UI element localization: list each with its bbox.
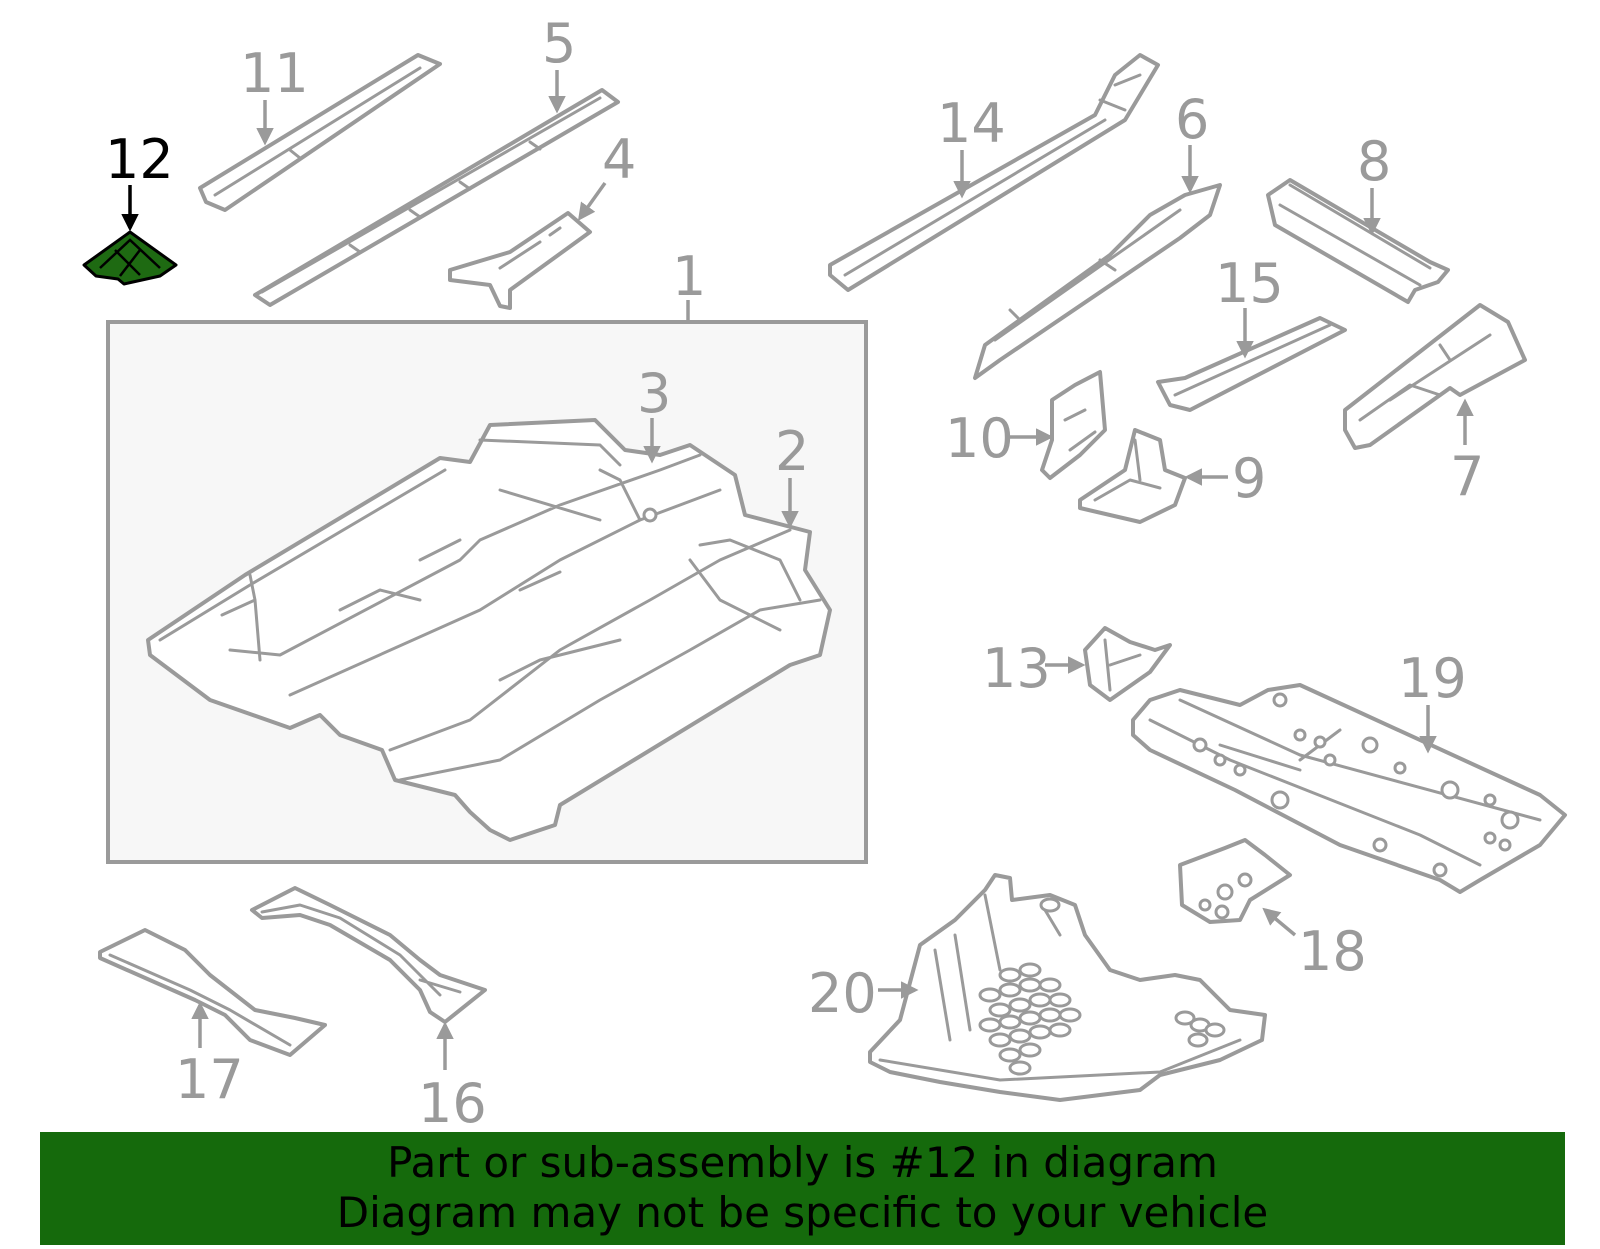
callout-8[interactable]: 8: [1357, 130, 1391, 193]
part-10[interactable]: [1040, 370, 1107, 480]
callout-5[interactable]: 5: [542, 12, 576, 75]
callout-12[interactable]: 12: [105, 128, 174, 191]
callout-16[interactable]: 16: [418, 1072, 487, 1135]
part-1-floor-pan[interactable]: [146, 418, 832, 842]
part-8[interactable]: [1266, 178, 1450, 304]
part-18[interactable]: [1178, 838, 1292, 924]
part-13[interactable]: [1083, 626, 1172, 702]
part-11[interactable]: [198, 53, 442, 212]
part-20[interactable]: [868, 873, 1267, 1102]
callout-17[interactable]: 17: [175, 1048, 244, 1111]
callout-18[interactable]: 18: [1298, 920, 1367, 983]
callout-14[interactable]: 14: [937, 92, 1006, 155]
callout-6[interactable]: 6: [1175, 88, 1209, 151]
part-7[interactable]: [1343, 303, 1527, 450]
callout-4[interactable]: 4: [602, 128, 636, 191]
part-12-highlighted[interactable]: [82, 230, 178, 286]
callout-10[interactable]: 10: [945, 407, 1014, 470]
part-9[interactable]: [1078, 428, 1187, 524]
callout-9[interactable]: 9: [1232, 447, 1266, 510]
callout-13[interactable]: 13: [982, 637, 1051, 700]
part-19[interactable]: [1131, 683, 1567, 894]
part-14[interactable]: [828, 53, 1160, 292]
callout-7[interactable]: 7: [1450, 445, 1484, 508]
info-banner: Part or sub-assembly is #12 in diagram D…: [40, 1132, 1565, 1245]
callout-2[interactable]: 2: [775, 420, 809, 483]
banner-line-2: Diagram may not be specific to your vehi…: [336, 1188, 1269, 1237]
leader-18: [1262, 907, 1297, 937]
part-6[interactable]: [973, 183, 1222, 380]
callout-20[interactable]: 20: [808, 962, 877, 1025]
callout-11[interactable]: 11: [240, 42, 309, 105]
callout-1[interactable]: 1: [672, 245, 706, 308]
callout-19[interactable]: 19: [1398, 647, 1467, 710]
part-15[interactable]: [1156, 316, 1347, 412]
part-4[interactable]: [448, 211, 592, 310]
callout-3[interactable]: 3: [637, 362, 671, 425]
banner-line-1: Part or sub-assembly is #12 in diagram: [387, 1138, 1218, 1187]
part-5[interactable]: [253, 88, 620, 307]
leader-4: [577, 181, 607, 221]
part-17[interactable]: [98, 928, 327, 1057]
part-16[interactable]: [250, 886, 487, 1024]
callout-15[interactable]: 15: [1215, 252, 1284, 315]
